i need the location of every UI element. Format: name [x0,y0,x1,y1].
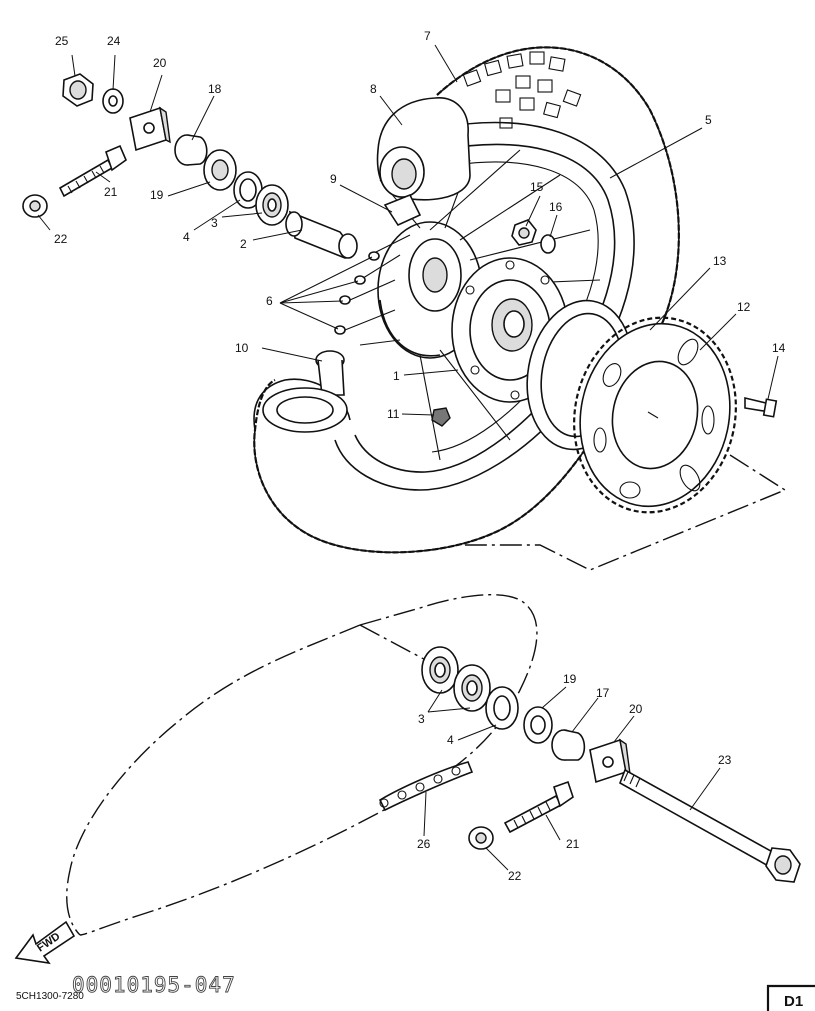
callout-21-bottom: 21 [566,837,580,851]
callout-26: 26 [417,837,431,851]
assembly-guide-lines [66,454,787,936]
forward-direction-arrow: FWD [14,920,76,965]
callout-13: 13 [713,254,727,268]
bearing-part-3 [255,184,289,226]
callout-21: 21 [104,185,118,199]
page-id-box: D1 [766,984,815,1011]
callout-25: 25 [55,34,69,48]
bearing-part-3-bottom-a [421,646,459,694]
callout-19: 19 [150,188,164,202]
callout-6: 6 [266,294,273,308]
page-id: D1 [784,993,803,1010]
collar-part-18 [174,134,208,166]
spacer-part-2 [285,210,358,259]
tube-part-9 [383,193,422,227]
callout-11: 11 [387,407,400,421]
circlip-part-4-bottom [485,686,519,730]
callout-2: 2 [240,237,247,251]
callout-3: 3 [211,216,218,230]
callout-9: 9 [330,172,337,186]
callout-3-bottom: 3 [418,712,425,726]
spoke-nipples-part-6 [334,251,380,335]
rim-band-part-8 [376,97,471,201]
callout-20: 20 [153,56,167,70]
washer-part-24 [102,88,124,114]
bearing-part-3-bottom-b [453,664,491,712]
adjusting-bolt-part-21-bottom [503,780,574,834]
locknut-part-22 [22,194,48,218]
callout-22: 22 [54,232,68,246]
axle-part-23 [619,768,801,883]
callout-19-bottom: 19 [563,672,577,686]
callout-1: 1 [393,369,400,383]
callout-18: 18 [208,82,222,96]
callout-24: 24 [107,34,121,48]
callout-4-bottom: 4 [447,733,454,747]
callout-16: 16 [549,200,563,214]
oil-seal-part-19-bottom [523,706,553,744]
leader-lines [37,44,779,871]
nut-part-25 [62,73,94,107]
oil-seal-part-19 [203,149,237,191]
bolt-part-14 [744,396,778,418]
callout-15: 15 [530,180,544,194]
callout-labels: 25 24 20 18 7 8 5 21 22 19 4 3 9 15 16 2… [54,29,786,883]
washer-part-16 [540,234,556,254]
callout-14: 14 [772,341,786,355]
nut-part-11 [431,407,451,427]
collar-part-17 [551,729,586,761]
nut-part-15 [511,219,537,246]
valve-part-10 [315,350,345,396]
bead-ring [262,387,348,433]
locknut-part-22-bottom [468,826,494,850]
callout-22-bottom: 22 [508,869,522,883]
callout-10: 10 [235,341,249,355]
callout-20-bottom: 20 [629,702,643,716]
callout-12: 12 [737,300,751,314]
callout-5: 5 [705,113,712,127]
callout-8: 8 [370,82,377,96]
adjusting-bolt-part-21 [58,144,127,198]
chain-puller-part-20 [129,106,171,152]
serial-stamp: 00010195-047 [72,973,236,997]
callout-7: 7 [424,29,431,43]
sprocket-part-12 [573,316,737,514]
callout-4: 4 [183,230,190,244]
callout-23: 23 [718,753,732,767]
drawing-code: 5CH1300-7280 [16,991,84,1002]
drive-chain-part-26 [378,761,474,812]
chain-puller-part-20-bottom [589,738,631,784]
callout-17: 17 [596,686,610,700]
